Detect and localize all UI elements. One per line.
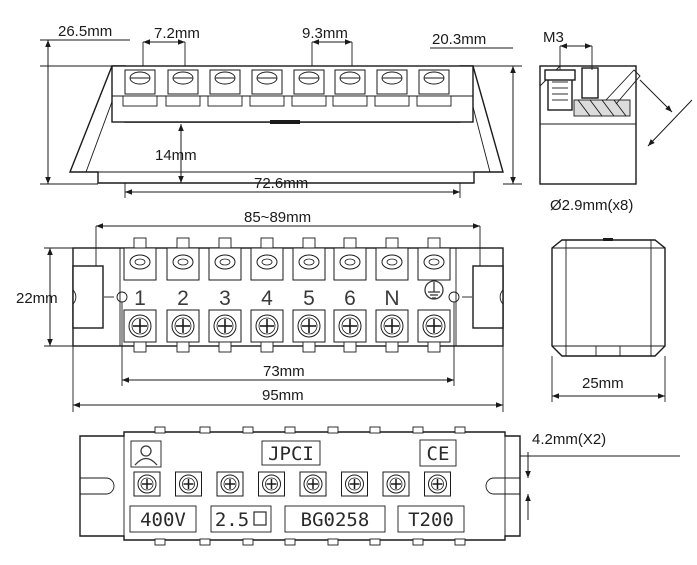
- terminal-number: N: [384, 287, 399, 310]
- temperature-label: T200: [408, 509, 454, 531]
- front-elevation-view: [68, 65, 504, 184]
- terminal-number-row: 1 2 3 4 5 6 N: [134, 287, 399, 310]
- terminal-clamp: [250, 237, 284, 353]
- terminal-number: 4: [261, 287, 273, 310]
- rib-tick: [199, 426, 211, 546]
- dim-wire-hole: Ø2.9mm(x8): [550, 197, 633, 214]
- terminal-number: 3: [219, 287, 231, 310]
- front-clamp: [207, 69, 243, 107]
- terminal-clamp: [208, 237, 242, 353]
- front-clamp: [165, 69, 201, 107]
- top-terminal-row: [123, 237, 451, 353]
- model-label: BG0258: [301, 509, 370, 531]
- rib-tick: [284, 426, 296, 546]
- front-dimensions: 26.5mm 7.2mm 9.3mm 20.3mm 14mm 72.6mm: [40, 23, 522, 198]
- terminal-clamp: [333, 237, 367, 353]
- bottom-screw: [299, 471, 327, 497]
- front-clamp: [374, 69, 410, 107]
- brand-label: JPCI: [268, 443, 314, 465]
- terminal-clamp: [292, 237, 326, 353]
- terminal-clamp: [417, 237, 451, 353]
- rib-tick: [454, 426, 466, 546]
- end-view: 25mm: [551, 238, 666, 402]
- bottom-screw: [424, 471, 451, 497]
- rib-tick: [327, 426, 339, 546]
- dim-width: 22mm: [16, 290, 58, 307]
- rib-tick: [154, 426, 166, 546]
- dim-pitch: 7.2mm: [154, 25, 200, 42]
- ce-mark: CE: [427, 443, 450, 465]
- front-clamp: [332, 69, 368, 107]
- dim-side-width: 25mm: [582, 375, 624, 392]
- bottom-screw: [341, 471, 368, 497]
- voltage-label: 400V: [140, 509, 186, 531]
- front-clamp: [416, 69, 452, 107]
- terminal-number: 2: [177, 287, 189, 310]
- terminal-clamp: [123, 237, 157, 353]
- rib-tick: [369, 426, 381, 546]
- top-view-dimensions: 85~89mm 22mm 73mm 95mm: [16, 209, 504, 412]
- terminal-clamp: [166, 237, 200, 353]
- dim-gap: 9.3mm: [302, 25, 348, 42]
- rib-tick: [242, 426, 254, 546]
- dim-range: 85~89mm: [244, 209, 311, 226]
- terminal-number: 6: [344, 287, 356, 310]
- terminal-clamp: [375, 237, 409, 353]
- dim-height: 14mm: [155, 147, 197, 164]
- dim-inner-length: 72.6mm: [254, 175, 308, 192]
- user-warning-icon: [130, 440, 162, 468]
- front-clamp: [291, 69, 327, 107]
- front-clamp-row: [122, 69, 452, 107]
- terminal-number: 5: [303, 287, 315, 310]
- side-section-view: M3 Ø2.9mm(x8): [539, 29, 693, 214]
- dim-mount-hole: 4.2mm(X2): [532, 431, 606, 448]
- bottom-screw: [258, 471, 285, 497]
- bottom-view: JPCI CE 400V 2.5 BG0258 T200 4.2mm(X2): [79, 426, 680, 546]
- dim-total-length: 95mm: [262, 387, 304, 404]
- dim-screw: M3: [543, 29, 564, 46]
- terminal-number: 1: [134, 287, 146, 310]
- front-clamp: [122, 69, 158, 107]
- top-plan-view: 1 2 3 4 5 6 N: [72, 237, 504, 353]
- bottom-screw: [216, 471, 244, 497]
- front-clamp: [249, 69, 285, 107]
- bottom-screw-row: [133, 471, 451, 497]
- earth-ground-icon: [424, 280, 444, 300]
- bottom-screw: [175, 471, 202, 497]
- bottom-screw: [382, 471, 410, 497]
- dim-depth: 20.3mm: [432, 31, 486, 48]
- dim-top-width: 26.5mm: [58, 23, 112, 40]
- square-icon: [253, 511, 267, 526]
- wire-size-label: 2.5: [215, 509, 249, 531]
- bottom-rib-row: [154, 426, 466, 546]
- dim-hole-span: 73mm: [263, 363, 305, 380]
- rib-tick: [412, 426, 424, 546]
- bottom-screw: [133, 471, 161, 497]
